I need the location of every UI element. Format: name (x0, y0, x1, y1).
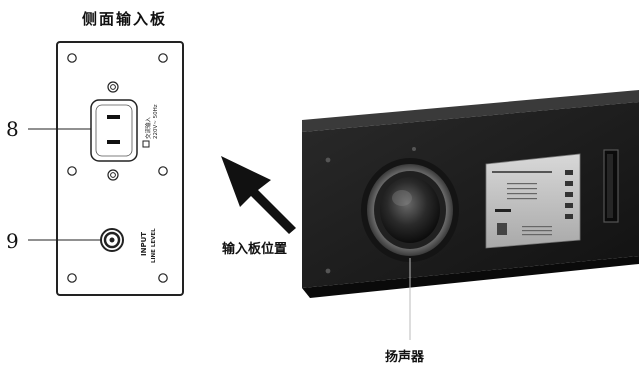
inlet-rating: 220V~ 50Hz (153, 104, 159, 139)
cabinet-handle (603, 149, 619, 223)
line-input-jack (100, 228, 124, 252)
power-inlet-socket (90, 99, 138, 162)
input-sublabel: LINE LEVEL (151, 228, 157, 263)
panel-outline (56, 41, 184, 296)
inlet-screw-top (107, 81, 119, 93)
inlet-label: 交流输入 (144, 116, 152, 139)
callout-number-8: 8 (6, 117, 19, 141)
double-insulation-icon (142, 140, 150, 148)
speaker-cabinet (302, 90, 639, 298)
callout-number-9: 9 (6, 229, 19, 253)
inlet-pin-top (107, 115, 120, 119)
input-label: INPUT (140, 232, 148, 256)
inlet-pin-bottom (107, 140, 120, 144)
page-title: 侧面输入板 (82, 10, 168, 28)
woofer (361, 158, 459, 262)
mounting-holes (67, 53, 168, 283)
inlet-screw-bottom (107, 169, 119, 181)
side-input-panel: 交流输入 220V~ 50Hz INPUT LINE LEVEL (28, 41, 184, 296)
arrow-icon (221, 156, 296, 234)
amplifier-plate (485, 153, 581, 249)
input-board-position-label: 输入板位置 (222, 242, 288, 257)
speaker-label: 扬声器 (385, 350, 425, 365)
